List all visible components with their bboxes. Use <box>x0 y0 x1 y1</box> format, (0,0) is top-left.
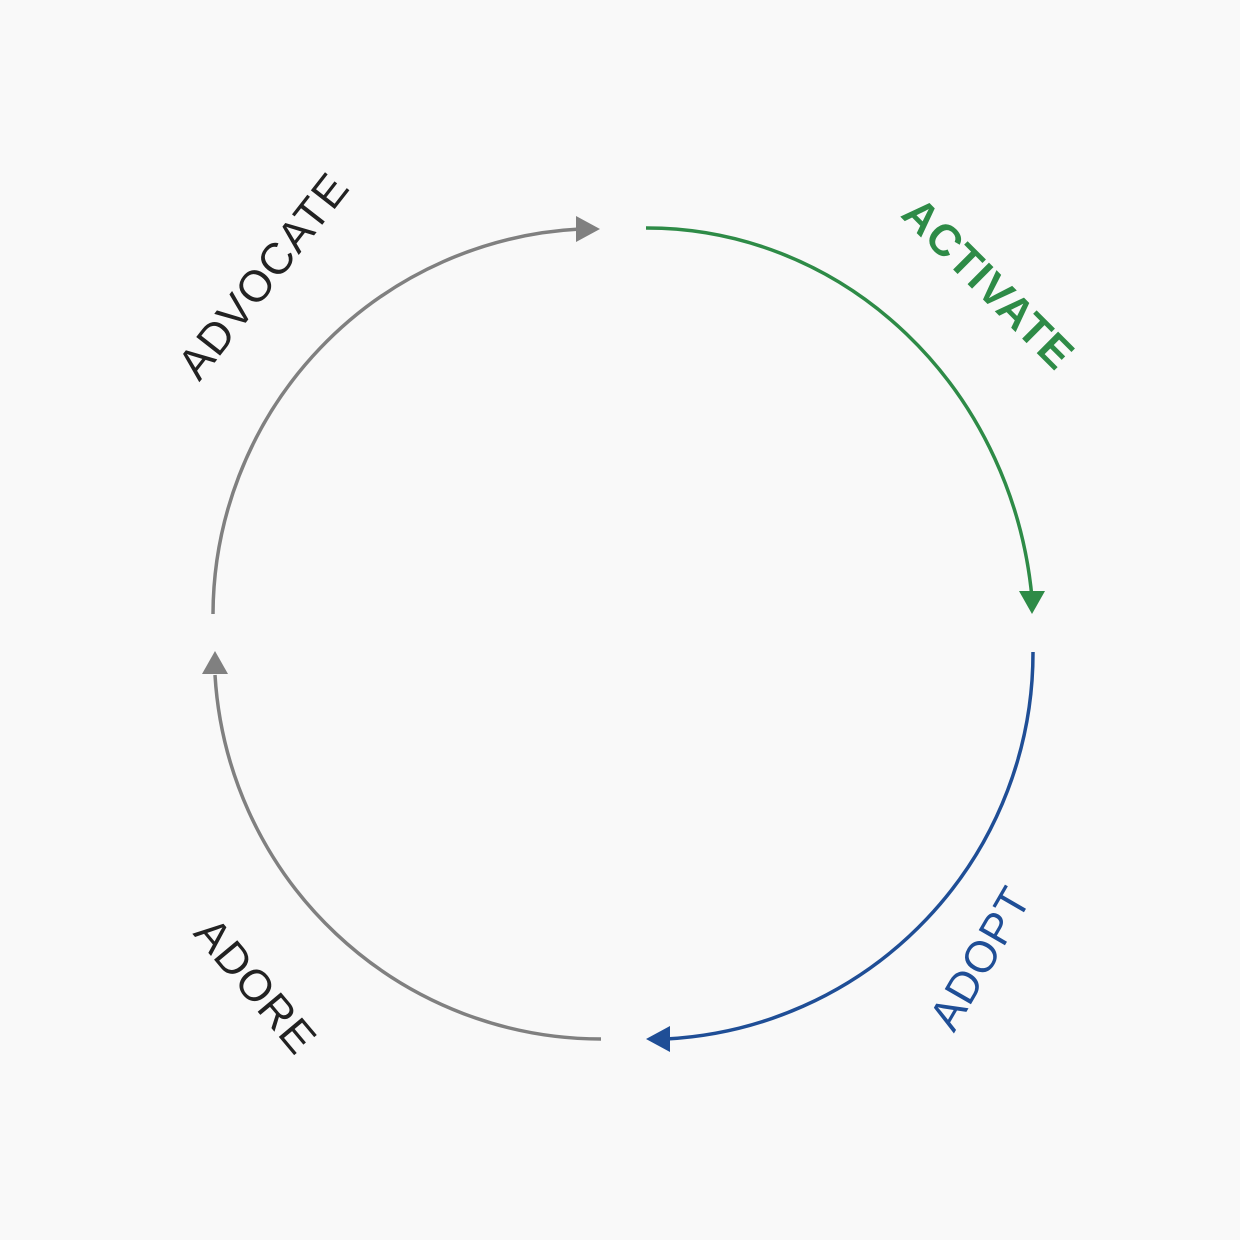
activate-arrowhead-icon <box>1019 591 1045 614</box>
adopt-arc <box>665 651 1035 1041</box>
advocate-arc <box>211 227 581 615</box>
activate-arc <box>645 226 1034 599</box>
adore-label: ADORE <box>185 909 326 1064</box>
adopt-arrowhead-icon <box>646 1026 670 1052</box>
adore-arrowhead-icon <box>202 651 228 674</box>
advocate-segment <box>211 216 600 615</box>
adopt-segment <box>646 651 1035 1052</box>
activate-segment <box>645 226 1045 614</box>
adore-segment <box>202 651 602 1041</box>
advocate-arrowhead-icon <box>576 216 600 242</box>
adore-arc <box>213 674 602 1041</box>
adopt-label: ADOPT <box>920 879 1041 1039</box>
advocate-label: ADVOCATE <box>168 164 359 389</box>
